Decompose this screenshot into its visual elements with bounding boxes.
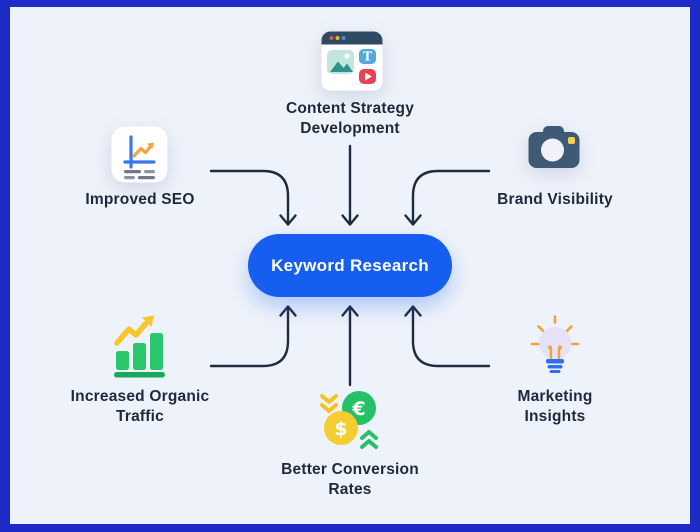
growth-bars-icon: [109, 313, 169, 379]
camera-icon: [526, 123, 582, 177]
arrow-bottom-right: [404, 305, 491, 368]
arrow-bottom-left: [209, 305, 297, 368]
center-node-label: Keyword Research: [271, 255, 429, 275]
arrow-bottom-center: [341, 305, 359, 387]
node-label-improved-seo: Improved SEO: [85, 191, 195, 208]
svg-text:€: €: [351, 398, 365, 420]
node-label-brand-visibility: Brand Visibility: [497, 191, 613, 208]
browser-content-icon: T: [320, 30, 384, 92]
node-label-organic-traffic: Increased Organic Traffic: [70, 388, 210, 425]
arrow-top-left: [209, 169, 297, 226]
node-label-marketing-insights: Marketing Insights: [517, 388, 593, 425]
node-label-conversion-rates: Better Conversion Rates: [281, 461, 419, 498]
center-node-keyword-research: Keyword Research: [248, 234, 452, 297]
node-label-content-strategy: Content Strategy Development: [285, 100, 415, 137]
currency-coins-icon: € $: [318, 387, 382, 451]
arrow-top-right: [404, 169, 491, 226]
arrow-top-center: [341, 144, 359, 226]
svg-text:$: $: [334, 418, 347, 440]
seo-chart-icon: [111, 126, 168, 183]
lightbulb-icon: [528, 313, 582, 379]
svg-text:T: T: [363, 50, 372, 64]
